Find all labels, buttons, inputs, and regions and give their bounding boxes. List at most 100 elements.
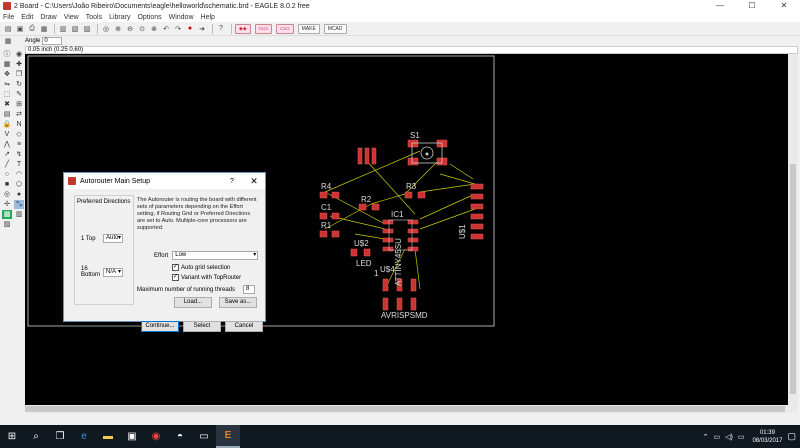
undo-icon[interactable]: ↶	[163, 25, 169, 33]
library-icon[interactable]: ▨	[83, 25, 91, 33]
erc-icon[interactable]: ▩	[2, 210, 12, 219]
continue-button[interactable]: Continue...	[141, 321, 179, 332]
store-icon[interactable]: ▣	[127, 431, 137, 442]
zoom-select-icon[interactable]: ⊗	[151, 25, 157, 33]
bom-icon[interactable]: ▭▭	[276, 23, 294, 34]
dialog-help-button[interactable]: ?	[230, 177, 234, 185]
effort-select[interactable]: Low	[172, 251, 259, 260]
show-icon[interactable]: ◉	[15, 51, 23, 58]
load-button[interactable]: Load...	[174, 297, 212, 308]
menu-edit[interactable]: Edit	[21, 13, 34, 21]
angle-input[interactable]: 0	[42, 37, 63, 45]
pcb-order-icon[interactable]: ▭▭	[254, 23, 273, 34]
wire-icon[interactable]: ╱	[4, 161, 10, 168]
zoom-out-icon[interactable]: ⊖	[127, 25, 133, 33]
chrome-icon[interactable]: ◉	[151, 431, 161, 442]
via-icon[interactable]: ◎	[3, 191, 11, 198]
name-icon[interactable]: N	[16, 121, 22, 128]
grid-icon[interactable]: ▦	[4, 38, 12, 45]
minimize-button[interactable]: —	[716, 1, 724, 10]
horizontal-scroll-thumb[interactable]	[25, 406, 785, 412]
vertical-scrollbar[interactable]	[788, 54, 798, 405]
hole-icon[interactable]: ●	[16, 191, 22, 198]
move-icon[interactable]: ✥	[4, 71, 10, 78]
paste-icon[interactable]: ▤	[3, 111, 11, 118]
arc-icon[interactable]: ◠	[15, 171, 23, 178]
close-window-button[interactable]: ✕	[780, 1, 788, 10]
dialog-close-button[interactable]: ✕	[250, 175, 258, 186]
open-icon[interactable]: ▤	[4, 25, 12, 33]
layer-top-direction-select[interactable]: Auto	[103, 234, 123, 243]
text-icon[interactable]: T	[16, 161, 22, 168]
menu-tools[interactable]: Tools	[85, 13, 103, 21]
delete-icon[interactable]: ✖	[4, 101, 10, 108]
stop-icon[interactable]: ●	[187, 25, 193, 32]
board-icon[interactable]: ▥	[59, 25, 67, 33]
horizontal-scrollbar[interactable]	[25, 405, 798, 413]
battery-icon[interactable]: ▭	[737, 433, 745, 441]
split-icon[interactable]: ⋀	[4, 141, 10, 148]
value-icon[interactable]: V	[4, 131, 10, 138]
redo-icon[interactable]: ↷	[175, 25, 181, 33]
menu-library[interactable]: Library	[109, 13, 131, 21]
replace-icon[interactable]: ⇄	[16, 111, 22, 118]
mcad-button[interactable]: MCAD	[323, 23, 347, 34]
maximize-button[interactable]: ☐	[748, 1, 756, 10]
save-icon[interactable]: ▣	[16, 25, 24, 33]
print-icon[interactable]: ⎙	[29, 24, 35, 32]
errors-icon[interactable]: ▨	[3, 221, 11, 228]
mirror-icon[interactable]: ⇋	[4, 81, 10, 88]
schematic-icon[interactable]: ▧	[71, 25, 79, 33]
network-icon[interactable]: ▭	[713, 433, 721, 441]
change-icon[interactable]: ✎	[16, 91, 22, 98]
github-icon[interactable]: ◓	[176, 431, 184, 442]
optimize-icon[interactable]: ≡	[16, 141, 22, 148]
menu-file[interactable]: File	[3, 13, 15, 21]
task-view-icon[interactable]: ❐	[55, 431, 65, 442]
mark-icon[interactable]: ✚	[16, 61, 22, 68]
coordinate-display[interactable]: 0.05 inch (0.25 0.60)	[25, 46, 798, 54]
volume-icon[interactable]: ◁)	[725, 433, 733, 441]
make-button[interactable]: MAKE	[297, 23, 320, 34]
menu-help[interactable]: Help	[200, 13, 215, 21]
auto-grid-checkbox[interactable]: ✓	[172, 264, 179, 271]
drc-icon[interactable]: ▥	[15, 211, 23, 218]
cam-icon[interactable]: ▦	[40, 25, 48, 33]
route-icon[interactable]: ↗	[4, 151, 10, 158]
search-icon[interactable]: ⌕	[33, 431, 39, 442]
tray-up-icon[interactable]: ⌃	[702, 433, 709, 441]
fusion-sync-icon[interactable]: ◈◈	[235, 23, 251, 34]
menu-window[interactable]: Window	[168, 13, 194, 21]
ripup-icon[interactable]: ↯	[16, 151, 22, 158]
layer-bottom-direction-select[interactable]: N/A	[103, 267, 123, 277]
cancel-button[interactable]: Cancel	[225, 321, 263, 332]
zoom-in-icon[interactable]: ⊕	[115, 25, 121, 33]
copy-icon[interactable]: ❐	[15, 71, 23, 78]
clock[interactable]: 01:39 08/03/2017	[752, 429, 782, 445]
zoom-fit-icon[interactable]: ◎	[102, 25, 110, 33]
display-icon[interactable]: ▦	[3, 61, 11, 68]
save-as-button[interactable]: Save as...	[219, 297, 257, 308]
lock-icon[interactable]: 🔒	[2, 121, 12, 128]
group-icon[interactable]: ⬚	[3, 91, 11, 98]
eagle-taskbar-icon[interactable]: E	[216, 425, 240, 448]
add-icon[interactable]: ⊞	[16, 101, 22, 108]
variant-checkbox[interactable]: ✓	[172, 274, 179, 281]
menu-options[interactable]: Options	[137, 13, 162, 21]
menu-draw[interactable]: Draw	[40, 13, 57, 21]
smash-icon[interactable]: ◇	[16, 131, 22, 138]
rotate-icon[interactable]: ↻	[16, 81, 22, 88]
notifications-icon[interactable]: ▢	[787, 431, 796, 441]
menu-view[interactable]: View	[63, 13, 79, 21]
autorouter-icon[interactable]: ⤡	[14, 200, 24, 209]
vertical-scroll-thumb[interactable]	[790, 164, 796, 394]
rect-icon[interactable]: ■	[4, 181, 10, 188]
threads-spinbox[interactable]: 8	[243, 285, 256, 294]
go-icon[interactable]: ➔	[199, 25, 205, 33]
start-button[interactable]: ⊞	[7, 431, 17, 442]
info-icon[interactable]: ⓘ	[3, 51, 11, 58]
polygon-icon[interactable]: ⬠	[15, 181, 23, 188]
help-icon[interactable]: ?	[219, 25, 223, 32]
select-button[interactable]: Select	[183, 321, 221, 332]
zoom-redraw-icon[interactable]: ⊙	[139, 25, 145, 33]
